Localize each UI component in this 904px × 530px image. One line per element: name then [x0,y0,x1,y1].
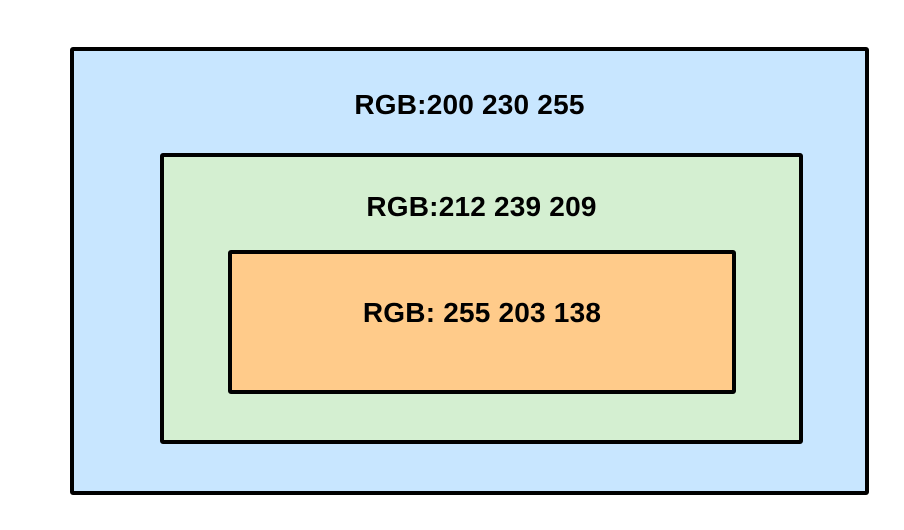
inner-box-label: RGB: 255 203 138 [362,297,602,328]
outer-box: RGB:200 230 255 RGB:212 239 209 RGB: 255… [70,47,869,495]
outer-box-label: RGB:200 230 255 [354,89,585,120]
middle-box-label: RGB:212 239 209 [366,191,597,222]
inner-box: RGB: 255 203 138 [228,250,736,394]
middle-box: RGB:212 239 209 RGB: 255 203 138 [160,153,803,444]
